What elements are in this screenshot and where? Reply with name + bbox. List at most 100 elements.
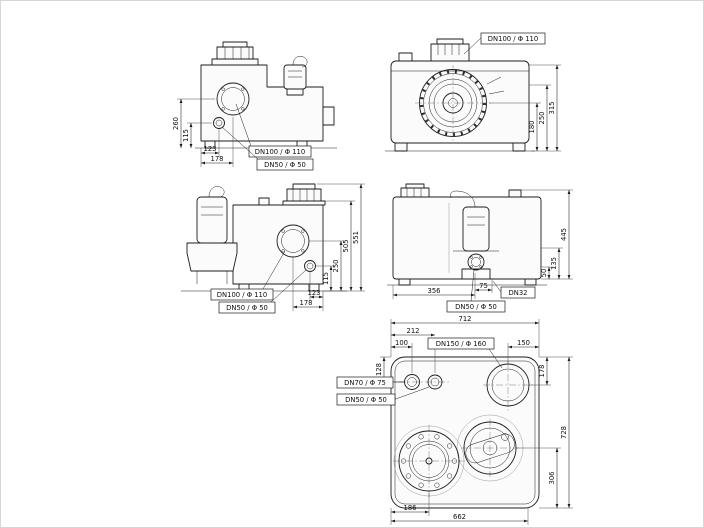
extension-lines: [292, 183, 365, 311]
flange-center: [425, 457, 433, 465]
dimensions: 712 212 100 150 128 178 306 728 186 662: [375, 315, 573, 525]
label-text: DN150 / Φ 160: [436, 340, 486, 348]
pump-base: [286, 88, 304, 96]
dim-label: 50: [540, 269, 548, 278]
cap-ribs: [224, 47, 250, 59]
dim-label: 356: [428, 287, 441, 295]
leader-line: [492, 280, 502, 293]
dn100-flange-front: [415, 65, 505, 141]
bolt-hole: [221, 107, 225, 111]
motor-ribs: [288, 70, 302, 78]
leader-line: [262, 250, 286, 290]
label-text: DN50 / Φ 50: [455, 303, 497, 311]
dimensions: 180 250 315: [489, 64, 561, 152]
leader-line: [392, 386, 430, 401]
port-label-dn50: DN50 / Φ 50: [336, 386, 430, 406]
power-cable: [208, 186, 225, 198]
label-text: DN100 / Φ 110: [488, 35, 538, 43]
bolt-hole: [434, 434, 440, 440]
cap-ribs: [437, 44, 460, 55]
cap-top: [405, 183, 425, 189]
dim-label: 505: [342, 240, 350, 253]
bolt-hole: [418, 434, 424, 440]
tank-outline: [390, 60, 530, 144]
dim-label: 728: [560, 426, 568, 439]
dim-label: 75: [479, 282, 488, 290]
side-fitting: [398, 52, 413, 62]
motor-profile: [465, 433, 515, 464]
dim-label: 212: [407, 327, 420, 335]
label-box: [210, 288, 274, 301]
bolt-hole: [400, 458, 407, 464]
port-inner: [306, 262, 314, 270]
bolt-hole: [479, 256, 482, 259]
cap-neck: [211, 58, 259, 66]
port-outer: [427, 374, 443, 390]
filler-cap: [282, 183, 326, 206]
filler-cap: [211, 41, 259, 66]
tank-outline: [200, 64, 324, 142]
port-label-dn100: DN100 / Φ 110: [235, 103, 312, 158]
cap-body: [430, 43, 470, 62]
bolt-holes: [400, 434, 458, 488]
discharge-flange: [467, 253, 485, 271]
label-text: DN50 / Φ 50: [264, 161, 306, 169]
flange-ring: [408, 440, 450, 482]
dim-label: 178: [300, 299, 313, 307]
dimensions: 115 250 505 551 123 178: [292, 183, 365, 311]
dim-label: 250: [538, 112, 546, 125]
dim-label: 115: [182, 129, 190, 142]
port-inner: [491, 368, 525, 402]
surface-marks: [486, 76, 505, 95]
dim-label: 712: [459, 315, 472, 323]
view-side-elevation-2: 115 250 505 551 123 178 DN100 / Φ 110 DN…: [181, 183, 365, 314]
vent-stub: [258, 197, 270, 206]
bolt-hole: [418, 482, 424, 488]
cap-body: [216, 46, 254, 60]
dim-label: 445: [560, 228, 568, 241]
dim-label: 250: [332, 260, 340, 273]
port-label-dn70: DN70 / Φ 75: [336, 376, 404, 389]
bolt-hole: [301, 249, 305, 253]
pump-ring: [469, 427, 511, 469]
port-outer: [213, 117, 225, 129]
centerlines: [393, 361, 534, 497]
extension-lines: [177, 98, 234, 167]
label-box: [427, 337, 495, 350]
dimensions: 50 135 445 356 75: [392, 189, 573, 299]
bolt-hole: [301, 229, 305, 233]
leader-line: [488, 348, 503, 369]
label-box: [256, 158, 314, 171]
port-label-dn50: DN50 / Φ 50: [218, 269, 307, 314]
view-front-elevation: DN100 / Φ 110 180 250 315: [385, 32, 561, 152]
feet: [398, 278, 537, 286]
outlet-bracket: [322, 106, 335, 126]
filler-cap: [430, 38, 470, 62]
label-box: [500, 286, 536, 299]
cap-top: [292, 183, 316, 190]
bolt-hole: [281, 229, 285, 233]
bolt-hole: [434, 482, 440, 488]
pump-unit: [283, 56, 308, 96]
label-text: DN32: [509, 289, 528, 297]
dim-label: 180: [528, 121, 536, 134]
label-box: [446, 300, 506, 313]
bolt-hole: [470, 265, 473, 268]
dim-label: 315: [548, 102, 556, 115]
port-label-dn100: DN100 / Φ 110: [210, 250, 286, 301]
bolt-hole: [447, 443, 453, 449]
filler-cap: [400, 183, 430, 198]
pump-hub: [482, 440, 498, 456]
pump-motor: [462, 206, 490, 252]
bolt-hole: [281, 249, 285, 253]
power-cable: [449, 190, 476, 208]
feet: [394, 142, 526, 152]
cap-neck: [282, 200, 326, 206]
flange-ring: [412, 444, 446, 478]
port-inner: [215, 119, 223, 127]
label-box: [480, 32, 546, 45]
leader-line: [270, 269, 307, 303]
label-box: [248, 145, 312, 158]
